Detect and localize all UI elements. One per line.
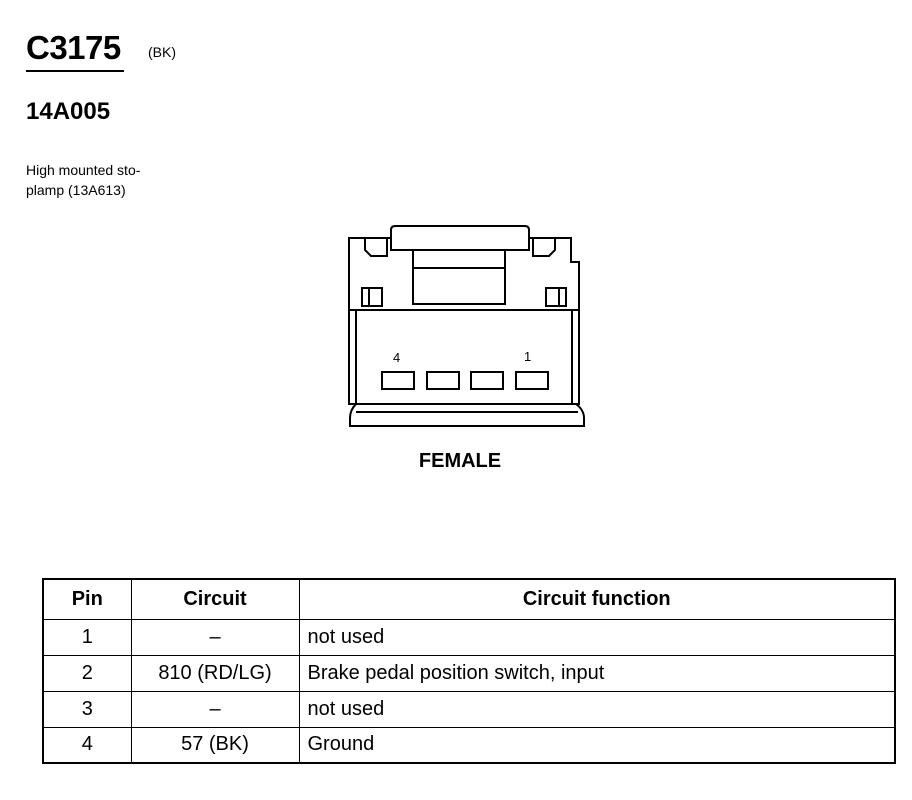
description-line-1: High mounted sto- (26, 162, 141, 178)
connector-id: C3175 (26, 29, 121, 66)
connector-right-lock (545, 287, 567, 307)
function-cell: Brake pedal position switch, input (298, 654, 896, 692)
function-cell: Ground (298, 726, 896, 764)
pin-cell: 1 (42, 618, 132, 656)
connector-bottom-flange (349, 403, 585, 427)
pin-cavity-3 (426, 371, 460, 390)
table-row: 3 – not used (42, 690, 896, 728)
column-header-circuit-function: Circuit function (298, 578, 896, 620)
table-row: 1 – not used (42, 618, 896, 656)
description-line-2: plamp (13A613) (26, 182, 126, 198)
pin-label-right: 1 (524, 349, 531, 364)
connector-left-lock (361, 287, 383, 307)
connector-latch-tab (390, 238, 530, 251)
table-row: 2 810 (RD/LG) Brake pedal position switc… (42, 654, 896, 692)
column-header-pin: Pin (42, 578, 132, 620)
column-header-circuit: Circuit (130, 578, 300, 620)
gender-label: FEMALE (418, 450, 502, 472)
pin-cell: 3 (42, 690, 132, 728)
part-number: 14A005 (26, 98, 111, 125)
connector-center-window (412, 249, 506, 305)
pin-cavity-1 (515, 371, 549, 390)
connector-lower-body (348, 310, 580, 405)
pin-cavity-4 (381, 371, 415, 390)
circuit-cell: – (130, 618, 300, 656)
connector-description: High mounted sto- plamp (13A613) (26, 160, 186, 200)
circuit-cell: 57 (BK) (130, 726, 300, 764)
pin-cell: 2 (42, 654, 132, 692)
connector-right-notch (532, 238, 556, 257)
connector-housing-outline (348, 225, 580, 311)
table-row: 4 57 (BK) Ground (42, 726, 896, 764)
function-cell: not used (298, 690, 896, 728)
connector-id-underline (26, 70, 124, 72)
pinout-table: Pin Circuit Circuit function 1 – not use… (42, 578, 896, 764)
connector-color: (BK) (148, 44, 176, 60)
pin-label-left: 4 (393, 350, 400, 365)
pin-cell: 4 (42, 726, 132, 764)
circuit-cell: – (130, 690, 300, 728)
connector-left-notch (364, 238, 388, 257)
function-cell: not used (298, 618, 896, 656)
table-header-row: Pin Circuit Circuit function (42, 578, 896, 620)
circuit-cell: 810 (RD/LG) (130, 654, 300, 692)
pin-cavity-2 (470, 371, 504, 390)
